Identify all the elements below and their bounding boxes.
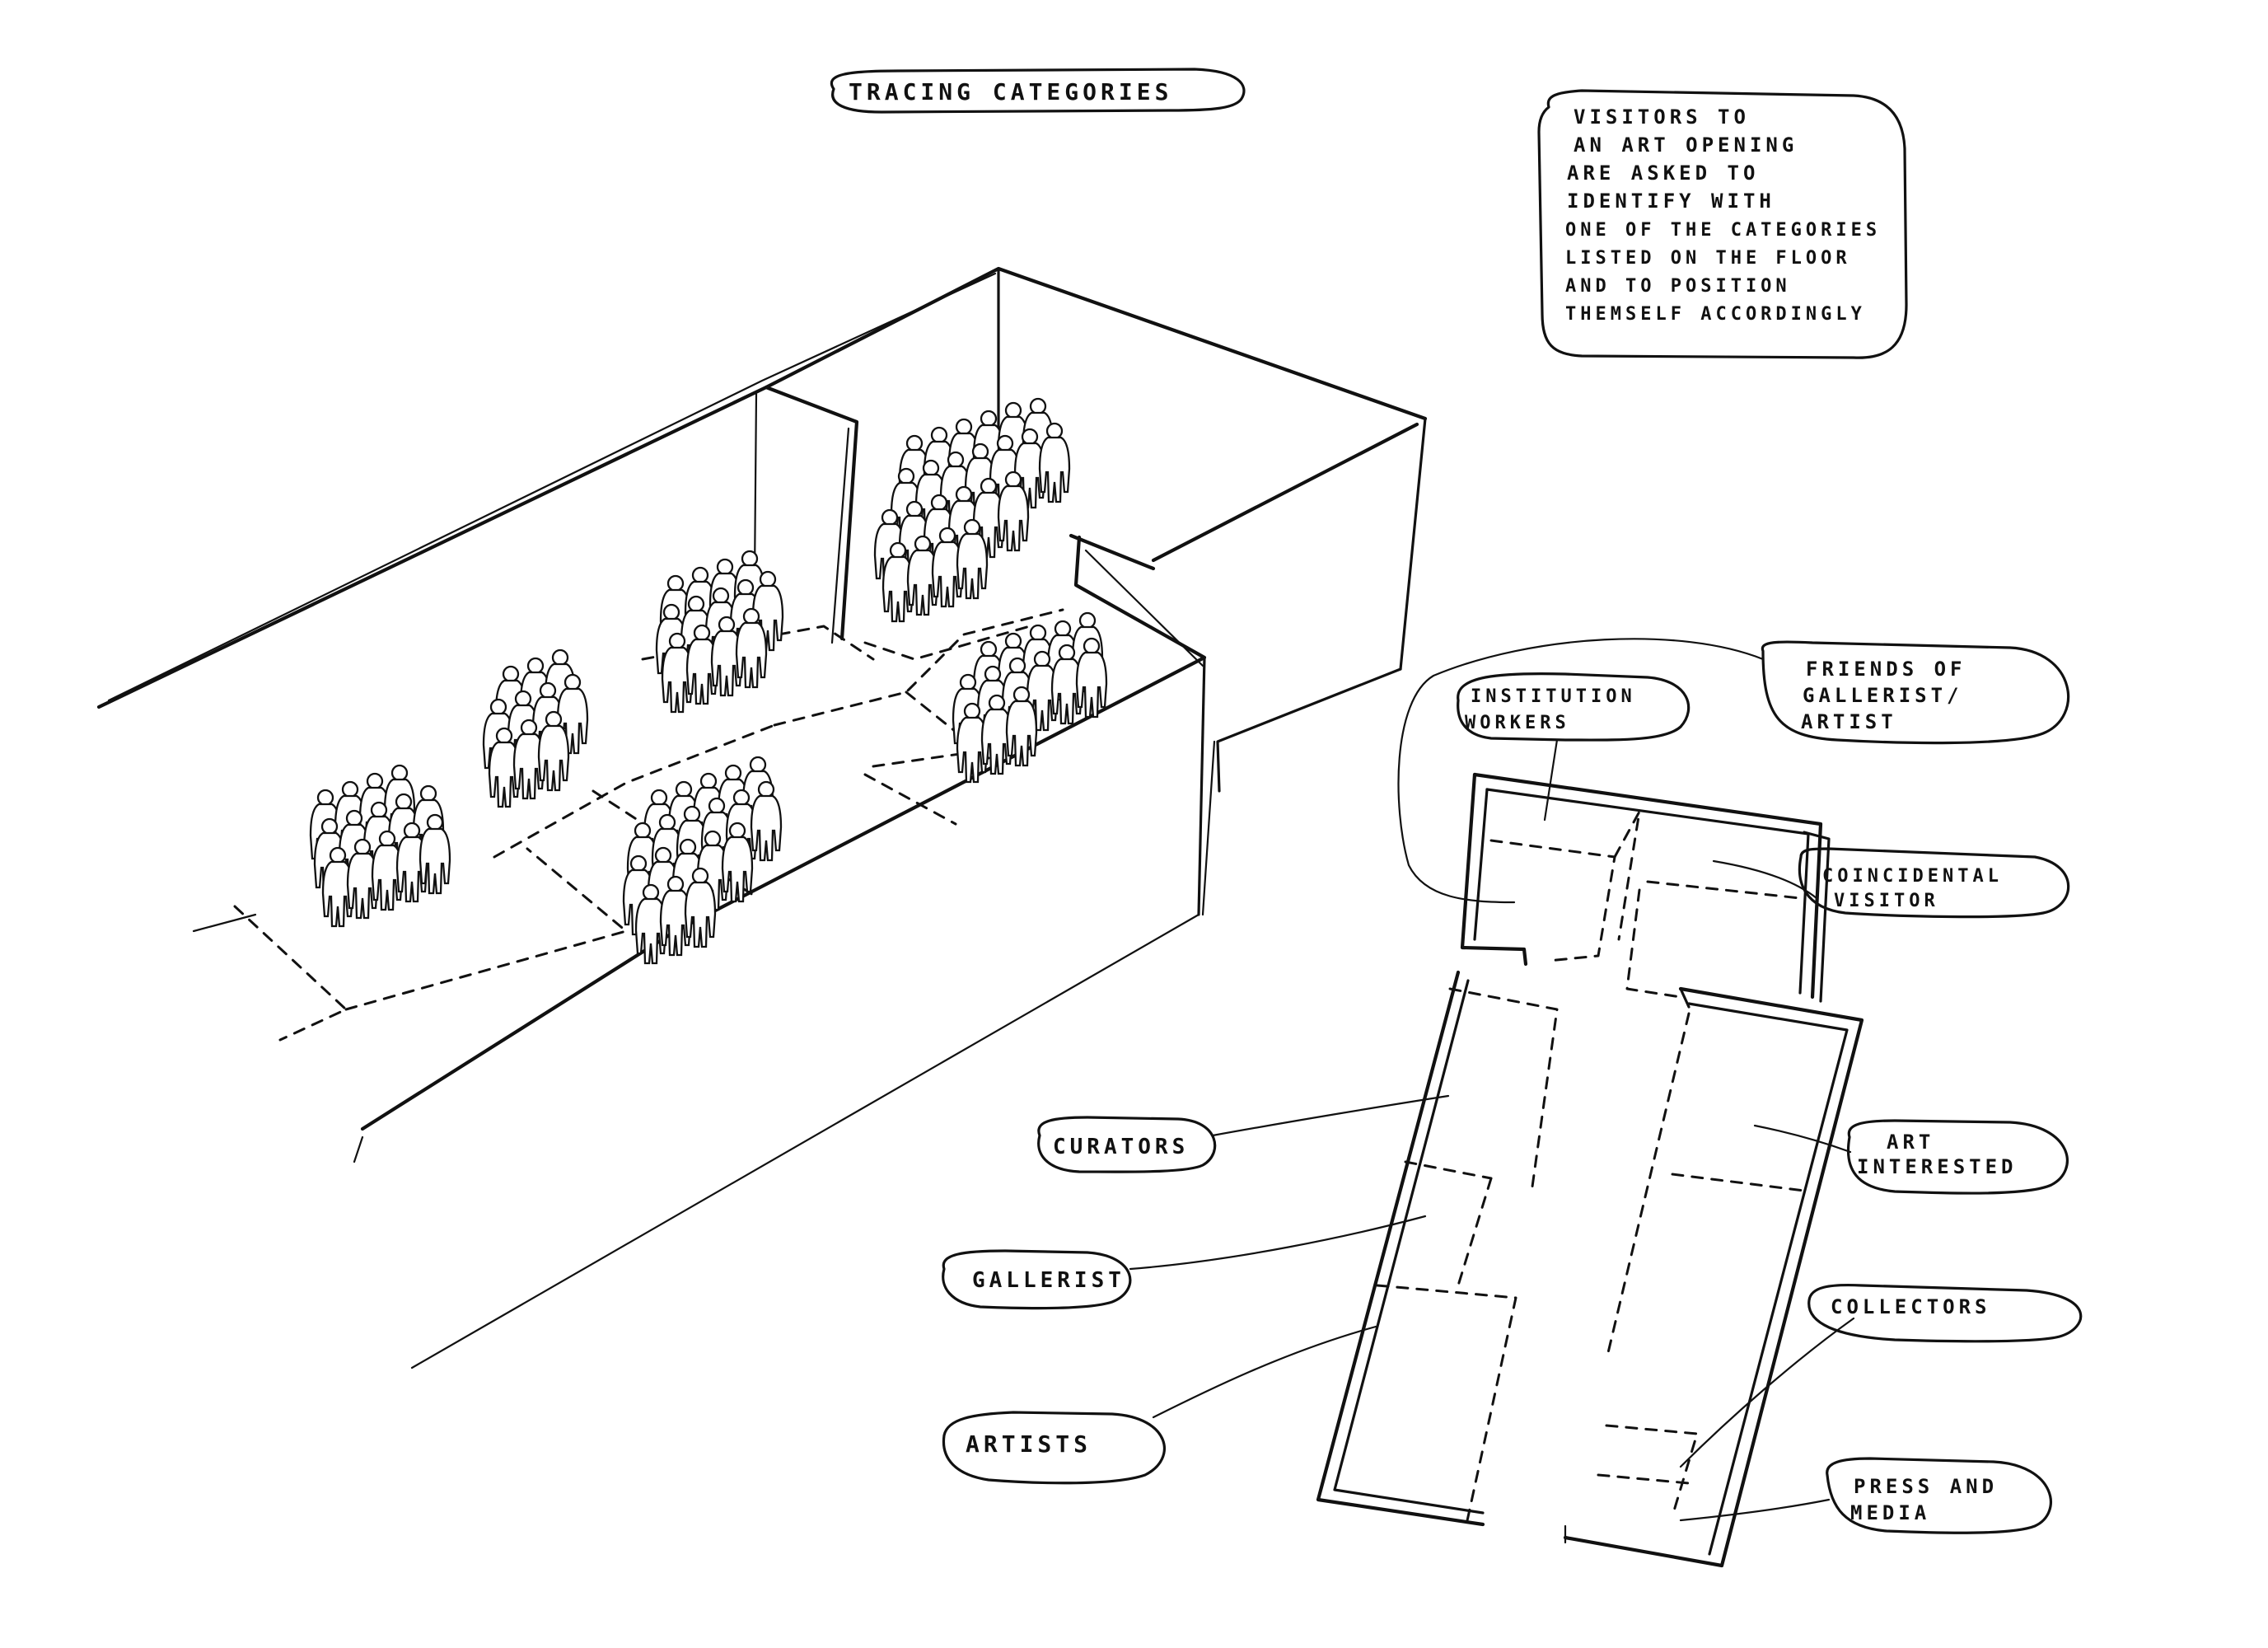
note-line: VISITORS TO: [1574, 105, 1750, 129]
label-collectors: COLLECTORS: [1679, 1283, 2083, 1468]
label-text: ARTISTS: [966, 1430, 1092, 1458]
label-text: ART: [1887, 1131, 1934, 1154]
label-gallerist: GALLERIST: [942, 1215, 1427, 1310]
label-text: PRESS AND: [1854, 1475, 1998, 1498]
label-art-interested: ART INTERESTED: [1753, 1119, 2069, 1195]
crowd-group: [952, 611, 1108, 784]
note-line: LISTED ON THE FLOOR: [1565, 248, 1851, 269]
label-text: CURATORS: [1053, 1135, 1189, 1159]
label-text: COINCIDENTAL: [1822, 866, 2003, 887]
crowd-group: [655, 550, 784, 714]
label-text: MEDIA: [1850, 1501, 1930, 1524]
crowd-group: [873, 397, 1071, 623]
label-text: FRIENDS OF: [1806, 658, 1966, 681]
label-text: INTERESTED: [1857, 1155, 2018, 1178]
label-press-media: PRESS AND MEDIA: [1679, 1457, 2052, 1534]
note-line: AN ART OPENING: [1574, 133, 1798, 157]
crowd-group: [309, 764, 451, 928]
note-line: IDENTIFY WITH: [1567, 190, 1775, 213]
label-text: COLLECTORS: [1831, 1295, 1991, 1318]
label-friends: FRIENDS OF GALLERIST/ ARTIST: [1397, 638, 2070, 904]
note-line: THEMSELF ACCORDINGLY: [1565, 304, 1866, 325]
label-institution-workers: INSTITUTION WORKERS: [1457, 672, 1690, 822]
label-text: ARTIST: [1801, 710, 1897, 733]
label-artists: ARTISTS: [942, 1325, 1377, 1485]
label-text: GALLERIST: [972, 1268, 1125, 1293]
label-coincidental-visitor: COINCIDENTAL VISITOR: [1712, 847, 2070, 919]
label-text: WORKERS: [1465, 713, 1570, 733]
note-line: AND TO POSITION: [1565, 276, 1791, 297]
label-text: VISITOR: [1834, 891, 1939, 911]
note-line: ARE ASKED TO: [1567, 162, 1759, 185]
title-text: TRACING CATEGORIES: [849, 78, 1172, 105]
label-text: GALLERIST/: [1803, 684, 1963, 707]
title-bubble: TRACING CATEGORIES: [830, 68, 1246, 114]
note-line: ONE OF THE CATEGORIES: [1565, 220, 1881, 241]
instruction-note: VISITORS TO AN ART OPENING ARE ASKED TO …: [1537, 89, 1908, 359]
crowd-group: [622, 756, 783, 965]
isometric-gallery-room: [96, 266, 1428, 1369]
floor-plan: [1316, 772, 1864, 1568]
label-curators: CURATORS: [1037, 1094, 1450, 1173]
crowd-group: [482, 648, 589, 808]
label-text: INSTITUTION: [1471, 686, 1636, 707]
